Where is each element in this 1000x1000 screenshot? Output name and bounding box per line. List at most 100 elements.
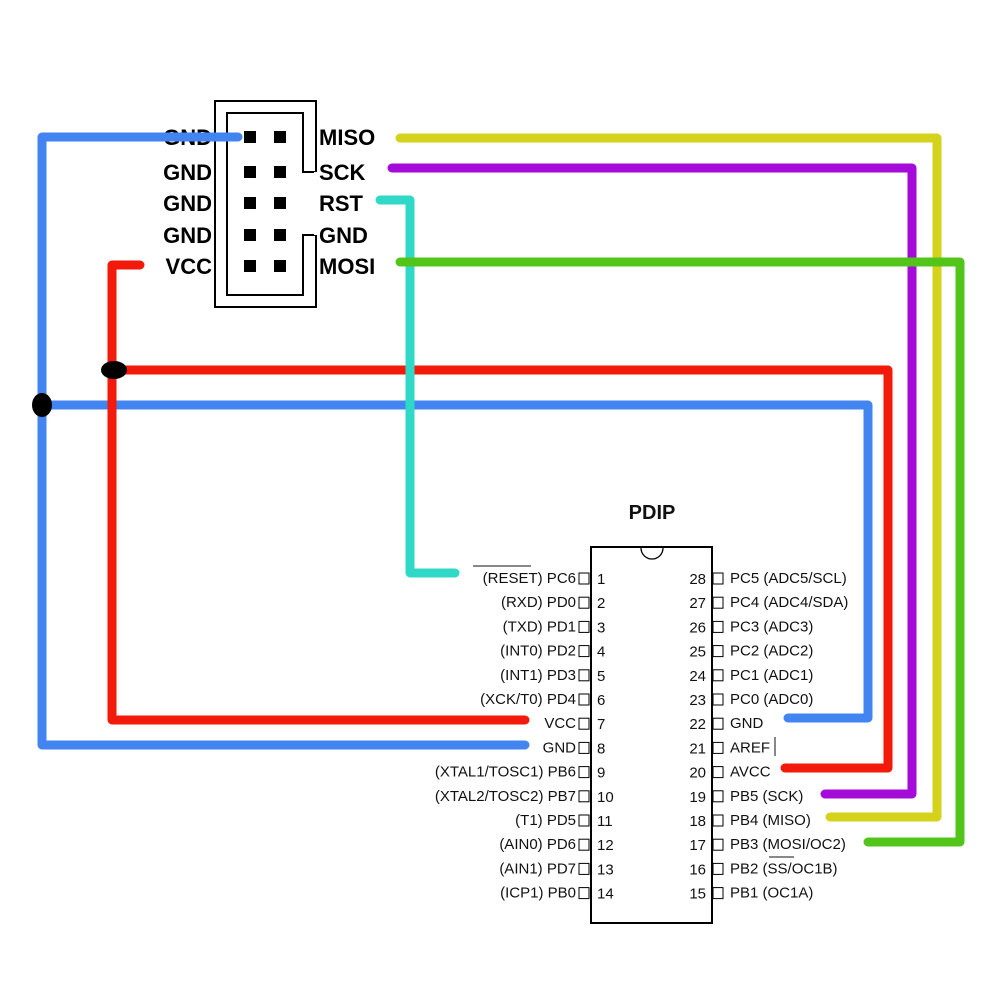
pin-label-right: PB3 (MOSI/OC2) [730, 836, 846, 853]
pin-number: 14 [597, 886, 614, 903]
pin-number: 13 [597, 861, 614, 878]
pin-pad [578, 620, 590, 633]
pin-pad [578, 596, 590, 609]
header-right-label: MISO [319, 125, 375, 150]
chip-package-title: PDIP [629, 502, 676, 524]
avcc-wire [107, 365, 893, 773]
pin-label-left: (AIN0) PD6 [499, 836, 576, 853]
header-pin-pad [274, 260, 286, 272]
pin-pad [712, 596, 724, 609]
gnd-junction-dot [32, 393, 52, 417]
pin-number: 12 [597, 837, 614, 854]
pin-pad [578, 645, 590, 658]
pin-pad [712, 669, 724, 682]
vcc-junction-dot [101, 361, 127, 379]
pin-number: 9 [597, 765, 605, 782]
pin-number: 4 [597, 644, 605, 661]
pin-pad [578, 887, 590, 900]
header-right-label: RST [319, 191, 364, 216]
pin-number: 19 [689, 789, 706, 806]
header-pin-pad [274, 197, 286, 209]
pin-label-right: AREF [730, 739, 770, 756]
header-pin-pad [244, 260, 256, 272]
pin-pad [712, 814, 724, 827]
header-pin-pad [274, 166, 286, 178]
pin-label-left: (INT1) PD3 [500, 667, 576, 684]
pin-pad [712, 693, 724, 706]
pin-number: 2 [597, 595, 605, 612]
pin-number: 7 [597, 716, 605, 733]
pin-number: 23 [689, 692, 706, 709]
pin-label-left: (TXD) PD1 [503, 618, 576, 635]
pin-label-right: PC4 (ADC4/SDA) [730, 594, 848, 611]
gnd-wire-pin22 [37, 400, 873, 723]
pin-label-left: (XTAL2/TOSC2) PB7 [435, 788, 576, 805]
pin-label-left: (XCK/T0) PD4 [480, 691, 576, 708]
header-left-label: VCC [166, 254, 213, 279]
pin-label-right: PC5 (ADC5/SCL) [730, 570, 847, 587]
wires [32, 132, 965, 847]
header-pin-pad [244, 197, 256, 209]
header-right-label: MOSI [319, 254, 375, 279]
pin-number: 27 [689, 595, 706, 612]
header-pin-pad [244, 166, 256, 178]
pin-number: 26 [689, 619, 706, 636]
pin-label-right: PC2 (ADC2) [730, 643, 813, 660]
pin-number: 21 [689, 740, 706, 757]
pin-pad [578, 669, 590, 682]
reset-wire [375, 195, 460, 578]
pin-number: 18 [689, 813, 706, 830]
miso-wire [395, 133, 942, 822]
pin-pad [712, 572, 724, 585]
pin-label-right: PC1 (ADC1) [730, 667, 813, 684]
chip-notch [640, 547, 664, 560]
pin-label-left: (INT0) PD2 [500, 643, 576, 660]
header-inner-frame [226, 112, 316, 296]
pin-label-left: (AIN1) PD7 [499, 860, 576, 877]
pin-number: 3 [597, 619, 605, 636]
header-right-label: SCK [319, 160, 366, 185]
pin-number: 16 [689, 861, 706, 878]
vcc-wire-header [107, 260, 530, 725]
chip-body [590, 546, 713, 924]
header-outer-frame [214, 100, 317, 308]
pin-number: 8 [597, 740, 605, 757]
header-pin-pad [244, 131, 256, 143]
pin-number: 24 [689, 668, 706, 685]
pin-number: 20 [689, 765, 706, 782]
pin-number: 10 [597, 789, 614, 806]
pin-pad [578, 814, 590, 827]
pin-number: 25 [689, 644, 706, 661]
pin-pad [712, 862, 724, 875]
sck-wire [387, 163, 917, 799]
header-right-label: GND [319, 223, 368, 248]
header-left-label: GND [163, 191, 212, 216]
pin-number: 17 [689, 837, 706, 854]
pin-pad [578, 717, 590, 730]
pin-pad [578, 693, 590, 706]
pin-number: 22 [689, 716, 706, 733]
pin-number: 6 [597, 692, 605, 709]
pin-pad [578, 766, 590, 779]
pin-pad [712, 741, 724, 754]
pin-pad [712, 887, 724, 900]
pin-label-left: (T1) PD5 [515, 812, 576, 829]
pin-pad [712, 838, 724, 851]
header-left-label: GND [163, 223, 212, 248]
pin-label-right: PB1 (OC1A) [730, 885, 813, 902]
pin-label-left: (XTAL1/TOSC1) PB6 [435, 764, 576, 781]
header-pin-pad [274, 229, 286, 241]
pin-pad [578, 790, 590, 803]
pin-number: 5 [597, 668, 605, 685]
pin-label-left: VCC [544, 715, 576, 732]
pin-label-right: PC0 (ADC0) [730, 691, 813, 708]
pin-label-left: (ICP1) PB0 [500, 885, 576, 902]
pin-pad [712, 717, 724, 730]
pin-pad [712, 645, 724, 658]
pin-label-right: PB5 (SCK) [730, 788, 803, 805]
pin-label-right: PB4 (MISO) [730, 812, 811, 829]
pin-label-left: (RXD) PD0 [501, 594, 576, 611]
pin-number: 28 [689, 571, 706, 588]
pin-number: 1 [597, 571, 605, 588]
pin-pad [578, 572, 590, 585]
